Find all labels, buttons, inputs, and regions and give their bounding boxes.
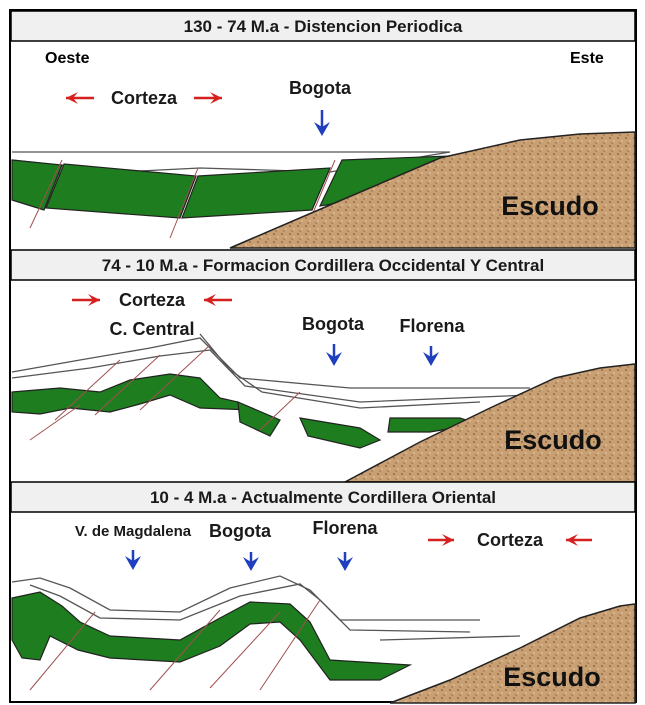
panel-3-green-layer	[12, 592, 410, 680]
panel-2-crust-label: Corteza	[119, 290, 186, 310]
panel-3: 10 - 4 M.a - Actualmente Cordillera Orie…	[11, 482, 635, 703]
panel-2-title: 74 - 10 M.a - Formacion Cordillera Occid…	[102, 256, 544, 275]
panel-2: 74 - 10 M.a - Formacion Cordillera Occid…	[11, 250, 635, 482]
panel-3-shield-label: Escudo	[503, 662, 601, 692]
panel-2-city-florena: Florena	[399, 316, 465, 336]
panel-1: 130 - 74 M.a - Distencion Periodica Oest…	[11, 11, 635, 248]
panel-2-shield	[345, 364, 635, 482]
central-range-label: C. Central	[109, 319, 194, 339]
west-label: Oeste	[45, 50, 90, 67]
panel-3-city-magdalena: V. de Magdalena	[75, 523, 192, 540]
panel-2-city-bogota: Bogota	[302, 314, 365, 334]
panel-1-title: 130 - 74 M.a - Distencion Periodica	[184, 17, 463, 36]
panel-1-shield-label: Escudo	[501, 191, 599, 221]
panel-2-shield-label: Escudo	[504, 425, 602, 455]
panel-3-city-florena: Florena	[312, 518, 378, 538]
east-label: Este	[570, 50, 604, 67]
panel-3-crust-label: Corteza	[477, 530, 544, 550]
panel-3-city-bogota: Bogota	[209, 521, 272, 541]
panel-1-crust-label: Corteza	[111, 88, 178, 108]
panel-1-city-bogota: Bogota	[289, 78, 352, 98]
panel-3-title: 10 - 4 M.a - Actualmente Cordillera Orie…	[150, 488, 496, 507]
